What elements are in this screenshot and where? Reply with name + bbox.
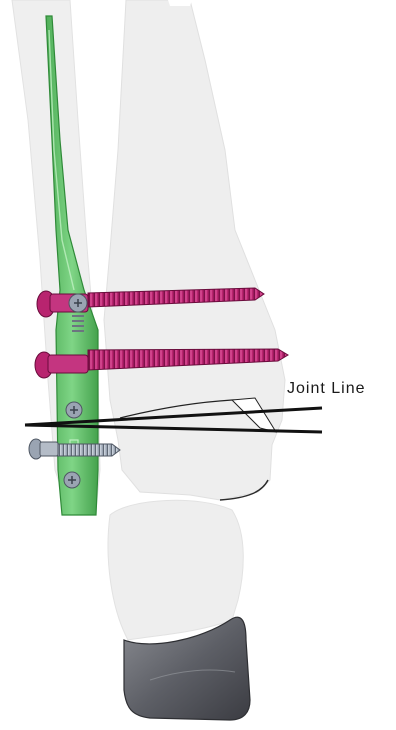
screw-head (66, 402, 82, 418)
screw-head (64, 472, 80, 488)
joint-line-label: Joint Line (287, 380, 366, 398)
talus-bone (108, 500, 243, 640)
bone-notch (168, 0, 192, 6)
